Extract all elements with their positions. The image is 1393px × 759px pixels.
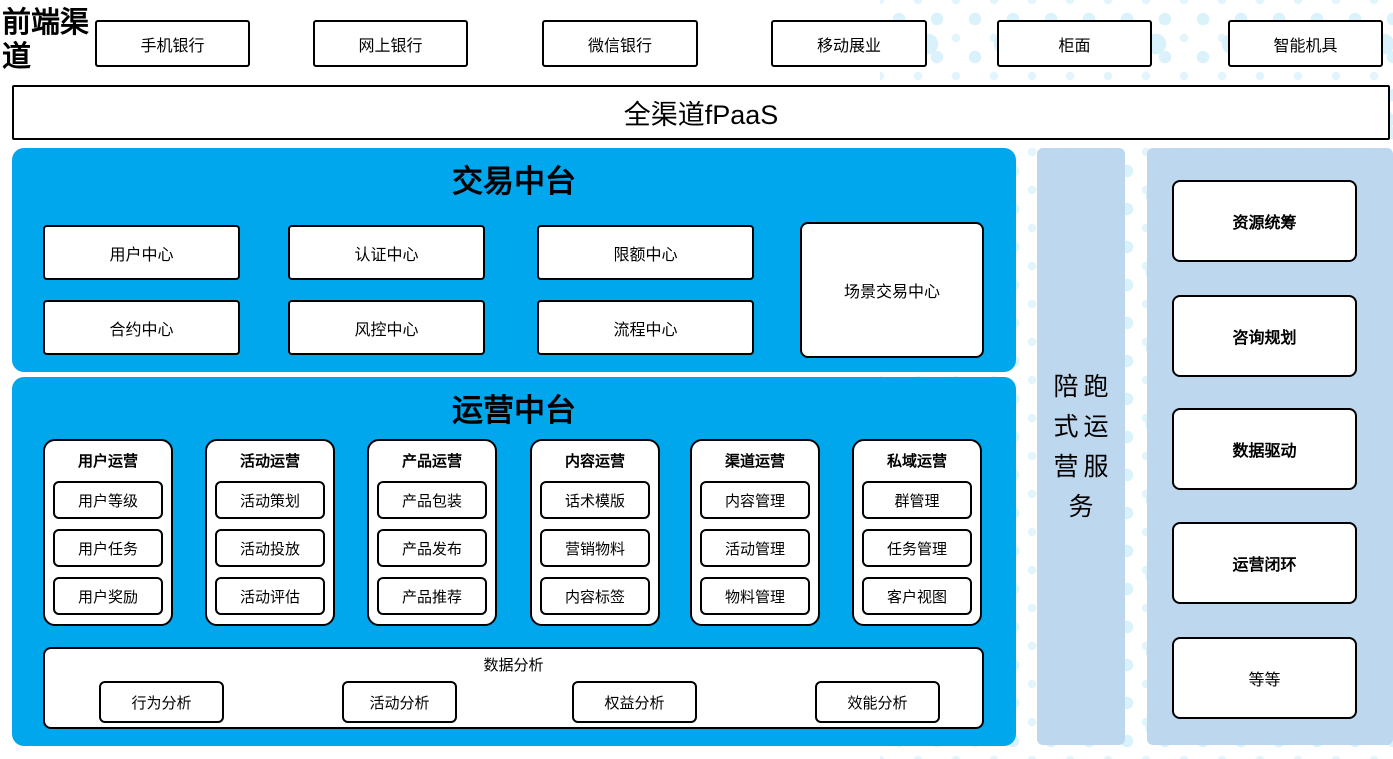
center-box-limit: 限额中心 [537,225,754,280]
accompanying-service-bar: 陪跑 式运 营服 务 [1037,148,1125,745]
ops-column-title: 渠道运营 [724,453,785,470]
da-item-rights: 权益分析 [572,681,697,723]
rp-box-operations-loop: 运营闭环 [1172,522,1357,604]
data-analysis-box: 数据分析 行为分析 活动分析 权益分析 效能分析 [43,647,984,729]
center-box-user: 用户中心 [43,225,240,280]
ops-column-content: 内容运营 话术模版 营销物料 内容标签 [530,439,660,626]
ops-column-activity: 活动运营 活动策划 活动投放 活动评估 [205,439,335,626]
ops-item: 群管理 [862,481,972,519]
ops-item: 内容标签 [540,577,650,615]
scenario-transaction-center-box: 场景交易中心 [800,222,984,358]
center-box-process: 流程中心 [537,300,754,355]
rp-box-etc: 等等 [1172,637,1357,719]
ops-column-channel: 渠道运营 内容管理 活动管理 物料管理 [690,439,820,626]
da-item-efficiency: 效能分析 [815,681,940,723]
ops-column-user: 用户运营 用户等级 用户任务 用户奖励 [43,439,173,626]
side-bar-text-line: 陪跑 [1053,372,1114,401]
ops-item: 活动评估 [215,577,325,615]
ops-column-title: 内容运营 [564,453,625,470]
operations-platform-title: 运营中台 [452,393,576,428]
da-item-activity: 活动分析 [342,681,457,723]
ops-item: 活动投放 [215,529,325,567]
service-capabilities-panel: 资源统筹 咨询规划 数据驱动 运营闭环 等等 [1147,148,1393,745]
ops-item: 活动管理 [700,529,810,567]
channel-box-mobile-business: 移动展业 [771,20,927,67]
channel-box-wechat-banking: 微信银行 [542,20,698,67]
ops-column-title: 私域运营 [886,453,947,470]
transaction-platform-section: 交易中台 用户中心 认证中心 限额中心 合约中心 风控中心 流程中心 场景交易中… [12,148,1016,372]
rp-box-data-driven: 数据驱动 [1172,408,1357,490]
ops-column-title: 活动运营 [239,453,300,470]
ops-item: 产品发布 [377,529,487,567]
ops-item: 营销物料 [540,529,650,567]
side-bar-text-line: 式运 [1053,412,1114,441]
transaction-platform-title: 交易中台 [452,164,576,199]
channel-box-counter: 柜面 [997,20,1152,67]
side-bar-text-line: 营服 [1053,452,1114,481]
rp-box-resource-coordination: 资源统筹 [1172,180,1357,262]
rp-box-consulting-planning: 咨询规划 [1172,295,1357,377]
ops-column-private-domain: 私域运营 群管理 任务管理 客户视图 [852,439,982,626]
ops-item: 话术模版 [540,481,650,519]
channel-box-mobile-banking: 手机银行 [95,20,250,67]
ops-item: 活动策划 [215,481,325,519]
ops-column-product: 产品运营 产品包装 产品发布 产品推荐 [367,439,497,626]
ops-item: 产品推荐 [377,577,487,615]
ops-column-title: 用户运营 [77,453,138,470]
ops-item: 物料管理 [700,577,810,615]
operations-platform-section: 运营中台 用户运营 用户等级 用户任务 用户奖励 活动运营 活动策划 活动投放 … [12,377,1016,746]
ops-item: 内容管理 [700,481,810,519]
ops-column-title: 产品运营 [401,453,462,470]
center-box-auth: 认证中心 [288,225,485,280]
ops-item: 客户视图 [862,577,972,615]
ops-item: 产品包装 [377,481,487,519]
side-bar-text-line: 务 [1068,492,1099,521]
data-analysis-title: 数据分析 [483,657,544,674]
ops-item: 用户奖励 [53,577,163,615]
ops-item: 任务管理 [862,529,972,567]
front-channels-label: 前端渠道 [2,7,90,74]
channel-box-smart-devices: 智能机具 [1228,20,1383,67]
fpaas-bar: 全渠道fPaaS [12,85,1390,140]
center-box-risk: 风控中心 [288,300,485,355]
ops-item: 用户任务 [53,529,163,567]
channel-box-online-banking: 网上银行 [313,20,468,67]
ops-item: 用户等级 [53,481,163,519]
da-item-behavior: 行为分析 [99,681,224,723]
center-box-contract: 合约中心 [43,300,240,355]
